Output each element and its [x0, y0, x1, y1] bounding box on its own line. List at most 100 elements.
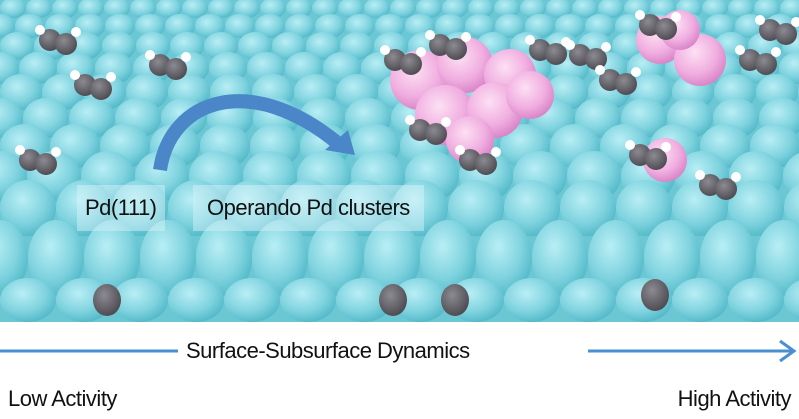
- pd-atom: [555, 14, 585, 38]
- pd-atom: [338, 0, 364, 18]
- pd-atom: [465, 14, 495, 38]
- pd-atom: [280, 278, 336, 322]
- transformation-arrow: [153, 94, 345, 172]
- pd-atom: [168, 180, 224, 236]
- pd-atom: [285, 14, 315, 38]
- carbon-atom: [615, 73, 637, 95]
- pd-atom: [182, 0, 208, 18]
- pd-atom: [104, 0, 130, 18]
- carbon-atom: [445, 38, 467, 60]
- hydrogen-atom: [181, 52, 191, 62]
- carbon-atom: [35, 153, 57, 175]
- pd-atom: [252, 220, 308, 296]
- carbon-atom: [425, 123, 447, 145]
- carbon-atom: [755, 53, 777, 75]
- pd-atom: [644, 220, 700, 296]
- pd-atom: [224, 278, 280, 322]
- dynamics-axis-arrow: [0, 339, 797, 363]
- hydrogen-atom: [601, 42, 611, 52]
- pd-atom: [392, 278, 448, 322]
- carbon-atom: [775, 23, 797, 45]
- pd-atom: [728, 278, 784, 322]
- catalyst-surface-illustration: [0, 0, 799, 322]
- pd-atom: [208, 0, 234, 18]
- pd-atom: [112, 278, 168, 322]
- pd-atom: [136, 32, 170, 60]
- pd-atom: [225, 14, 255, 38]
- carbon-atom: [585, 48, 607, 70]
- carbon-atom: [165, 58, 187, 80]
- pd-atom: [616, 180, 672, 236]
- carbon-atom: [715, 178, 737, 200]
- hydrogen-atom: [35, 25, 45, 35]
- pd-atom: [112, 180, 168, 236]
- pd-atom: [26, 0, 52, 18]
- hydrogen-atom: [661, 142, 671, 152]
- pd-atom: [195, 14, 225, 38]
- hydrogen-atom: [441, 117, 451, 127]
- pd-atom: [308, 220, 364, 296]
- hydrogen-atom: [405, 115, 415, 125]
- pd-atom: [168, 278, 224, 322]
- pd111-label: Pd(111): [77, 185, 165, 231]
- hydrogen-atom: [695, 170, 705, 180]
- pd-cluster-atom: [506, 71, 554, 119]
- hydrogen-atom: [455, 145, 465, 155]
- pd-atom: [234, 0, 260, 18]
- carbon-atom: [55, 33, 77, 55]
- pd-atom: [700, 220, 756, 296]
- pd-atom: [468, 0, 494, 18]
- transformation-arrowhead: [325, 130, 355, 155]
- pd-atom: [306, 32, 340, 60]
- adsorbed-molecules: [15, 10, 799, 200]
- pd-atom: [364, 0, 390, 18]
- hydrogen-atom: [735, 45, 745, 55]
- pd-atom: [135, 14, 165, 38]
- pd-atom: [560, 278, 616, 322]
- pd-atom: [754, 0, 780, 18]
- hydrogen-atom: [51, 147, 61, 157]
- low-activity-label: Low Activity: [8, 386, 117, 411]
- pd-atom: [260, 0, 286, 18]
- pd-atom: [546, 0, 572, 18]
- pd-atom: [756, 220, 799, 296]
- pd-atom: [375, 14, 405, 38]
- hydrogen-atom: [425, 30, 435, 40]
- pd-atom: [728, 180, 784, 236]
- subsurface-carbon-atom: [93, 284, 121, 316]
- pd-atom: [52, 0, 78, 18]
- high-activity-label: High Activity: [677, 386, 792, 411]
- pd-atom: [315, 14, 345, 38]
- pd-atom: [286, 0, 312, 18]
- pd-atom: [572, 0, 598, 18]
- subsurface-carbon-atom: [641, 279, 669, 311]
- pd-atom: [420, 220, 476, 296]
- pd-atom: [702, 0, 728, 18]
- hydrogen-atom: [771, 47, 781, 57]
- carbon-atom: [645, 148, 667, 170]
- hydrogen-atom: [791, 17, 799, 27]
- pd-atom: [416, 0, 442, 18]
- pd-atom: [156, 0, 182, 18]
- pd-atom: [75, 14, 105, 38]
- pd-atom: [130, 0, 156, 18]
- hydrogen-atom: [635, 10, 645, 20]
- pd-atom: [0, 0, 26, 18]
- carbon-atom: [655, 18, 677, 40]
- pd-atom: [392, 180, 448, 236]
- hydrogen-atom: [671, 12, 681, 22]
- hydrogen-atom: [70, 70, 80, 80]
- hydrogen-atom: [145, 50, 155, 60]
- pd-atom: [390, 0, 416, 18]
- hydrogen-atom: [71, 27, 81, 37]
- pd-atom: [532, 220, 588, 296]
- hydrogen-atom: [461, 32, 471, 42]
- pd-atom: [520, 0, 546, 18]
- pd-atom: [504, 180, 560, 236]
- hydrogen-atom: [491, 147, 501, 157]
- hydrogen-atom: [525, 35, 535, 45]
- pd-atom: [0, 14, 15, 38]
- hydrogen-atom: [731, 172, 741, 182]
- pd-atom: [312, 0, 338, 18]
- pd-atom: [672, 278, 728, 322]
